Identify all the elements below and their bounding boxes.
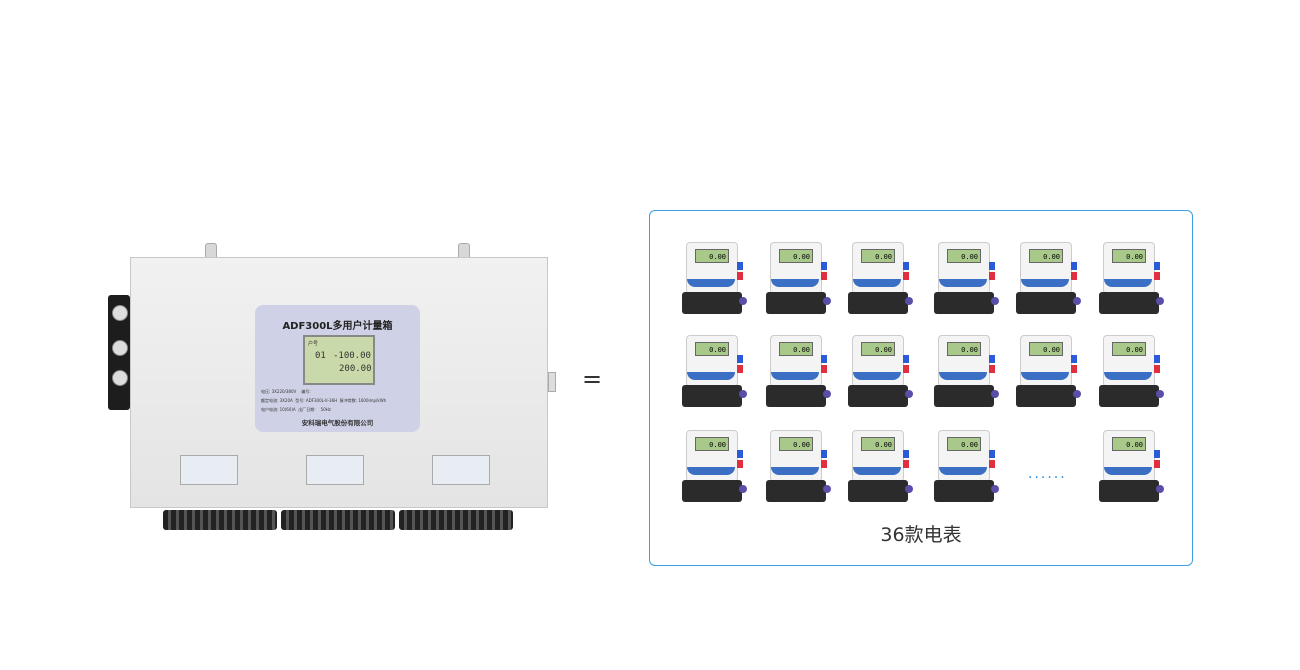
electric-meter: 0.00 [766, 430, 831, 505]
front-panel: ADF300L多用户计量箱 户号 01 -100.00 200.00 电压: 3… [255, 305, 420, 432]
terminal-label [180, 455, 238, 485]
terminal-block [281, 510, 395, 530]
electric-meter: 0.00 [848, 335, 913, 410]
meter-reading: 0.00 [779, 342, 813, 356]
meter-reading: 0.00 [861, 342, 895, 356]
meter-terminal-base [934, 385, 994, 407]
electric-meter: 0.00 [934, 430, 999, 505]
electric-meter: 0.00 [1016, 335, 1081, 410]
electric-meter: 0.00 [1099, 335, 1164, 410]
meter-reading: 0.00 [947, 342, 981, 356]
lcd-value1: -100.00 [333, 351, 371, 361]
meter-reading: 0.00 [779, 437, 813, 451]
meter-reading: 0.00 [779, 249, 813, 263]
meter-terminal-base [1099, 292, 1159, 314]
electric-meter: 0.00 [848, 242, 913, 317]
meter-reading: 0.00 [947, 437, 981, 451]
electric-meter: 0.00 [1099, 242, 1164, 317]
electric-meter: 0.00 [682, 242, 747, 317]
meter-terminal-base [1016, 385, 1076, 407]
electric-meter: 0.00 [1016, 242, 1081, 317]
meter-reading: 0.00 [695, 342, 729, 356]
electric-meter: 0.00 [1099, 430, 1164, 505]
meter-terminal-base [1099, 480, 1159, 502]
meter-terminal-base [848, 480, 908, 502]
electric-meter: 0.00 [682, 335, 747, 410]
meter-terminal-base [1099, 385, 1159, 407]
terminal-block [163, 510, 277, 530]
electric-meter: 0.00 [766, 335, 831, 410]
terminal-label [306, 455, 364, 485]
device-title: ADF300L多用户计量箱 [282, 321, 393, 332]
side-switch-block [108, 295, 130, 410]
electric-meter: 0.00 [848, 430, 913, 505]
spec-line: 电户电流: 10(60)A 出厂日期: 50Hz [261, 407, 331, 412]
spec-line: 电压: 3X220/380V 编号: [261, 389, 311, 394]
electric-meter: 0.00 [766, 242, 831, 317]
meter-terminal-base [934, 480, 994, 502]
lcd-label: 户号 [308, 341, 319, 347]
meter-terminal-base [682, 292, 742, 314]
meters-caption: 36款电表 [880, 524, 962, 546]
meter-terminal-base [682, 385, 742, 407]
ellipsis: ...... [1028, 466, 1067, 482]
lcd-value2: 200.00 [339, 364, 372, 374]
meter-reading: 0.00 [1112, 249, 1146, 263]
electric-meter: 0.00 [934, 335, 999, 410]
terminal-block [399, 510, 513, 530]
equals-sign: = [582, 365, 603, 393]
meter-reading: 0.00 [947, 249, 981, 263]
meter-reading: 0.00 [1112, 342, 1146, 356]
electric-meter: 0.00 [682, 430, 747, 505]
meter-terminal-base [848, 385, 908, 407]
meter-reading: 0.00 [695, 437, 729, 451]
terminal-label [432, 455, 490, 485]
electric-meter: 0.00 [934, 242, 999, 317]
meter-terminal-base [1016, 292, 1076, 314]
meters-frame [649, 210, 1193, 566]
lcd-user-no: 01 [315, 351, 326, 361]
lcd-display: 户号 01 -100.00 200.00 [303, 335, 375, 385]
meter-terminal-base [766, 292, 826, 314]
meter-reading: 0.00 [861, 249, 895, 263]
meter-reading: 0.00 [1112, 437, 1146, 451]
spec-line: 额定电流: 3X20A 型号: ADF300L-II-36H 脉冲常数: 160… [261, 398, 387, 403]
meter-reading: 0.00 [1029, 342, 1063, 356]
meter-reading: 0.00 [861, 437, 895, 451]
meter-terminal-base [934, 292, 994, 314]
meter-terminal-base [682, 480, 742, 502]
meter-terminal-base [766, 480, 826, 502]
company-name: 安科瑞电气股份有限公司 [301, 419, 374, 427]
side-latch [548, 372, 556, 392]
meter-reading: 0.00 [1029, 249, 1063, 263]
meter-terminal-base [766, 385, 826, 407]
meter-terminal-base [848, 292, 908, 314]
meter-reading: 0.00 [695, 249, 729, 263]
